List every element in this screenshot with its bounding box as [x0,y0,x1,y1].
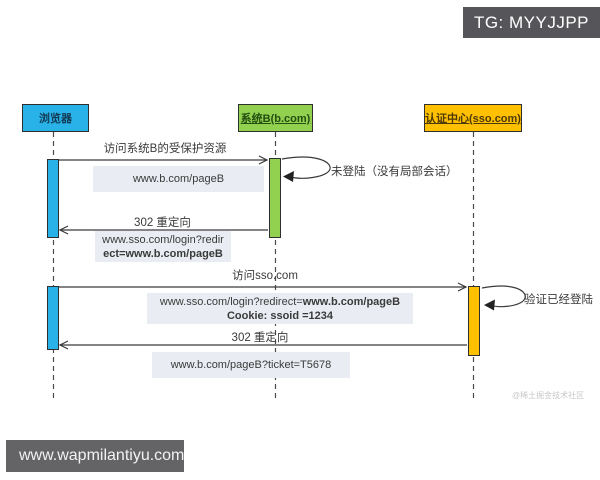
note-sso-login-cookie-line1: www.sso.com/login?redirect=www.b.com/pag… [160,295,400,309]
label-302-redirect-2: 302 重定向 [231,332,289,344]
footer-url-bar: www.wapmilantiyu.com [6,440,184,472]
arrowhead-302-redirect-to-b [58,340,69,350]
self-loop-not-logged-in-arrowhead [283,171,294,182]
actor-systemb-label: 系统B(b.com) [240,113,311,125]
note-sso-login-redirect-url: www.sso.com/login?redir ect=www.b.com/pa… [95,231,231,262]
juejin-watermark: @稀土掘金技术社区 [512,391,585,400]
actor-browser-box: 浏览器 [22,104,89,132]
self-loop-verify-login-arrowhead [484,299,495,311]
systemb-activation-bar [269,158,281,238]
note-request-pageb-url: www.b.com/pageB [93,166,264,192]
actor-sso-label: 认证中心(sso.com) [425,113,521,125]
self-loop-not-logged-in [281,156,331,179]
note-sso-url-bold-part: www.b.com/pageB [302,295,401,308]
note-sso-login-redirect-line1: www.sso.com/login?redir [102,233,224,246]
label-verify-logged-in: 验证已经登陆 [524,294,593,306]
arrowhead-request-sso [457,282,468,292]
note-sso-login-redirect-line2: ect=www.b.com/pageB [103,247,223,260]
actor-browser-label: 浏览器 [39,113,72,125]
note-sso-login-cookie: www.sso.com/login?redirect=www.b.com/pag… [147,293,413,324]
note-cookie-ssoid: Cookie: ssoid =1234 [226,309,334,322]
sso-activation-bar [468,286,480,356]
actor-systemb-box: 系统B(b.com) [238,104,313,132]
note-sso-url-normal-part: www.sso.com/login?redirect= [159,295,303,308]
actor-sso-box: 认证中心(sso.com) [424,104,522,132]
label-302-redirect-1: 302 重定向 [134,217,191,229]
message-arrows [58,155,526,350]
note-request-pageb-url-text: www.b.com/pageB [132,173,225,185]
arrowhead-302-redirect-to-sso [58,225,69,235]
label-not-logged-in: 未登陆（没有局部会话） [331,166,458,178]
label-request-protected-resource: 访问系统B的受保护资源 [103,143,227,155]
note-pageb-ticket-url-text: www.b.com/pageB?ticket=T5678 [170,359,332,371]
note-pageb-ticket-url: www.b.com/pageB?ticket=T5678 [152,352,350,378]
browser-activation-bar-2 [47,286,59,350]
tg-badge: TG: MYYJJPP [463,7,600,38]
browser-activation-bar-1 [47,159,59,238]
self-loop-verify-login [481,285,526,308]
label-request-sso: 访问sso.com [232,270,298,282]
arrowhead-request-pageb [258,155,269,165]
